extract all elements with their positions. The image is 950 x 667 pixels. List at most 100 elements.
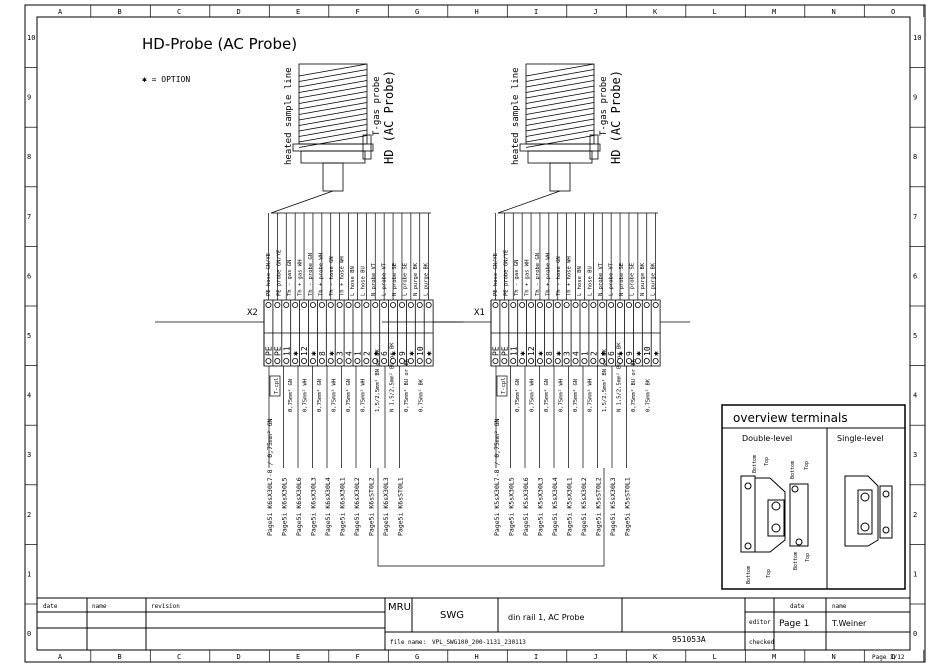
terminal-number: PE <box>273 346 282 356</box>
wire-reference: Page5i K6sX30L3 <box>310 477 318 536</box>
wire-bottom-label: 0,75mm² GN <box>543 379 550 412</box>
wire-reference: Page5i K6sX30L6 <box>295 477 303 536</box>
wire-bottom-label: 0,75mm² BU or BK <box>403 358 410 412</box>
grid-col-top: D <box>237 8 241 16</box>
wire-top-label: Th - probe GN <box>308 253 314 296</box>
terminal-screw <box>563 357 570 364</box>
wire-top-label: L purge BK <box>424 262 430 296</box>
terminal-number: 11 <box>509 346 518 356</box>
grid-col-top: A <box>58 8 63 16</box>
file-name-label: file name: <box>390 639 426 646</box>
terminal-screw <box>519 301 526 308</box>
single-level-terminal-drawing <box>844 475 893 547</box>
grid-col-bottom: G <box>415 653 419 661</box>
wire-bottom-label: 0,75mm² BU or BK <box>630 358 637 412</box>
terminal-screw <box>572 301 579 308</box>
tgas-probe-stub <box>589 134 599 160</box>
wire-top-label: Th + hose WH <box>567 256 573 296</box>
wire-top-label: N probe VT <box>598 262 604 296</box>
single-level-label: Single-level <box>837 434 884 443</box>
grid-col-top: H <box>475 8 479 16</box>
hd-probe-label: HD (AC Probe) <box>382 70 396 164</box>
wire-reference: Page5i K6sST0L1 <box>397 477 405 536</box>
wire-reference: Page5i K6sX30L4 <box>324 477 332 536</box>
terminal-screw <box>283 357 290 364</box>
wire-bottom-label: 0,75mm² GN <box>345 379 352 412</box>
grid-col-bottom: M <box>772 653 776 661</box>
wire-bottom-label: 0,75mm² WH <box>331 379 338 412</box>
grid-row-left: 2 <box>27 511 31 519</box>
terminal-screw <box>425 357 432 364</box>
wire-top-label: Th - hose GN <box>329 256 335 296</box>
grid-row-left: 6 <box>27 272 31 280</box>
terminal-number: ✱ <box>598 351 607 356</box>
wire-bottom-label: N 1,5/2,5mm² BU or BK <box>389 342 396 412</box>
grid-col-top: I <box>534 8 538 16</box>
grid-col-top: C <box>177 8 181 16</box>
heated-sample-line <box>292 63 374 192</box>
terminal-number: 8 <box>545 351 554 356</box>
wire-top-label: Th - hose GN <box>556 256 562 296</box>
terminal-number: 4 <box>572 351 581 356</box>
terminal-screw <box>292 357 299 364</box>
wire-top-label: Th - probe GN <box>535 253 541 296</box>
inner-frame <box>36 16 911 651</box>
dbl-bottom-label-2: Bottom <box>790 461 796 479</box>
probe-neck <box>322 162 344 192</box>
tcpl-label: T-cpl <box>274 377 280 394</box>
bottom-wires <box>495 366 627 468</box>
grid-row-left: 0 <box>27 630 31 638</box>
wire-top-label: Th + gas WH <box>298 260 304 296</box>
wire-reference: Page5i K5sX30L4 <box>551 477 559 536</box>
terminal-number: ✱ <box>389 351 398 356</box>
grid-row-left: 4 <box>27 392 31 400</box>
grid-row-right: 9 <box>913 94 917 102</box>
wire-top-label: L hose BU <box>361 266 367 296</box>
dbl-bottom-label: Bottom <box>752 455 758 473</box>
wire-top-label: N probe SE <box>619 263 625 296</box>
wire-bottom-label: N 1,5/2,5mm² BU or BK <box>616 342 623 412</box>
terminal-screw <box>301 301 308 308</box>
tcpl-box <box>496 375 508 397</box>
wire-top-label: L probe VT <box>609 262 615 296</box>
tcpl-box <box>269 375 281 397</box>
terminal-screw <box>554 357 561 364</box>
wire-reference: Page5i K5sX30L5 <box>508 477 516 536</box>
terminal-number: PE <box>264 346 273 356</box>
wire-reference: Page5i K5sST0L1 <box>624 477 632 536</box>
terminal-screw <box>363 301 370 308</box>
dbl-top-label-4: Top <box>805 553 811 562</box>
terminal-screw <box>590 357 597 364</box>
terminal-screw <box>563 301 570 308</box>
grid-row-right: 5 <box>913 332 917 340</box>
terminal-number: PE <box>491 346 500 356</box>
terminal-screw <box>372 357 379 364</box>
grid-row-left: 1 <box>27 570 31 578</box>
wire-top-label: N purge BK <box>640 262 646 296</box>
terminal-screw <box>652 357 659 364</box>
grid-col-bottom: O <box>891 653 895 661</box>
wire-top-label: PE hose GN/YE <box>493 253 499 296</box>
terminal-screw <box>309 357 316 364</box>
wire-top-label: PE probe GN/YE <box>504 250 510 296</box>
terminal-screw <box>536 301 543 308</box>
wire-reference: Page5i K5sST0L2 <box>595 477 603 536</box>
terminal-number: ✱ <box>327 351 336 356</box>
terminal-screw <box>608 301 615 308</box>
terminal-screw <box>519 357 526 364</box>
wire-bottom-label: 0,75mm² WH <box>558 379 565 412</box>
terminal-screw <box>354 357 361 364</box>
terminal-number: ✱ <box>407 351 416 356</box>
title-date-header: date <box>43 603 58 610</box>
outer-frame <box>24 4 926 663</box>
heated-line-label: heated sample line <box>511 67 521 165</box>
terminal-screw <box>536 357 543 364</box>
terminal-number: 10 <box>416 346 425 356</box>
wire-reference: Page5i K5sX30L2 <box>580 477 588 536</box>
terminal-number: 6 <box>380 351 389 356</box>
terminal-strip-x1 <box>382 299 691 367</box>
grid-col-bottom: C <box>177 653 181 661</box>
tgas-probe-stub <box>362 134 372 160</box>
probe-flange <box>519 143 601 152</box>
